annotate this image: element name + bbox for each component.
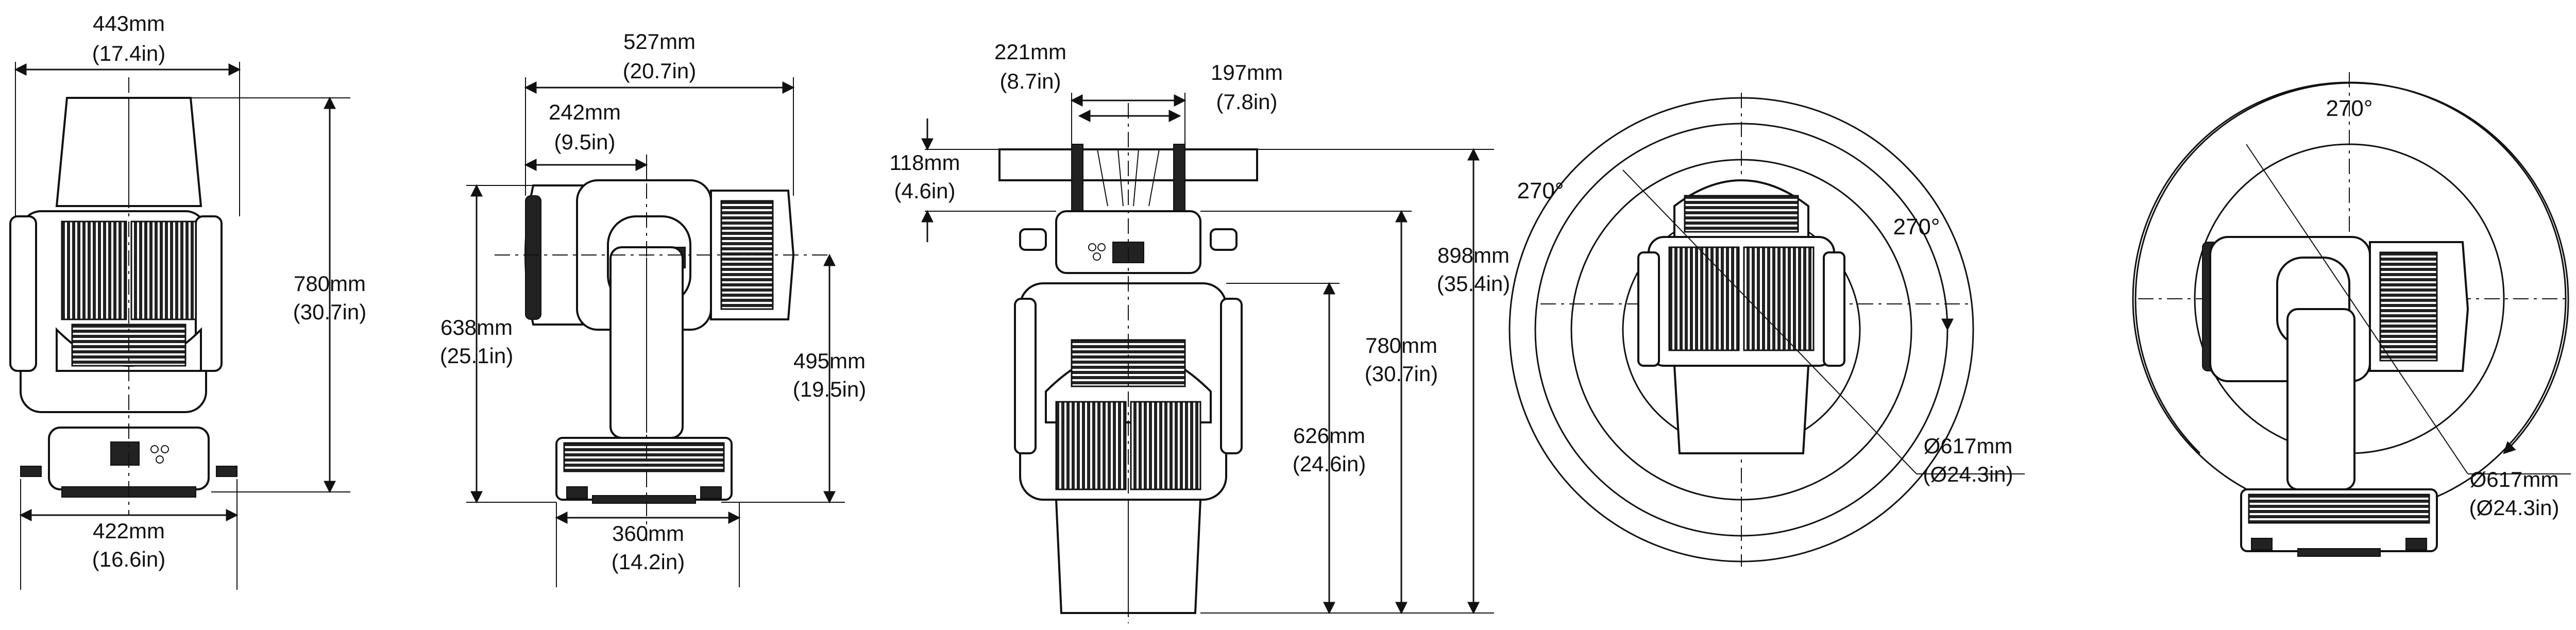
inverted-view: 221mm (8.7in) 197mm (7.8in) 118mm (4.6in… [890, 40, 1510, 623]
clamp-inner-label: 197mm [1211, 60, 1283, 84]
side-left-height-label: 638mm [440, 315, 513, 339]
clamp-inner-inch-label: (7.8in) [1216, 90, 1277, 114]
front-base-width-inch-label: (16.6in) [92, 547, 165, 571]
pan-diameter-label: Ø617mm [1924, 434, 2013, 458]
tilt-fixture [2202, 236, 2469, 557]
side-top-width-inch-label: (20.7in) [623, 59, 696, 83]
front-height-label: 780mm [294, 271, 366, 296]
total-height-inch-label: (35.4in) [1437, 271, 1510, 296]
lower-height-label: 626mm [1293, 423, 1365, 448]
tilt-angle-top-label: 270° [2326, 96, 2372, 121]
pan-angle-left-label: 270° [1517, 178, 1564, 203]
clamp-height-inch-label: (4.6in) [894, 179, 955, 203]
inverted-height-label: 780mm [1365, 333, 1437, 357]
tilt-view: 270° Ø617mm (Ø24.3in) [2132, 72, 2571, 557]
side-head-offset-label: 242mm [549, 100, 621, 124]
front-base-width-label: 422mm [93, 519, 165, 543]
side-fixture [524, 179, 795, 504]
side-top-width-label: 527mm [623, 29, 696, 54]
side-left-height-inch-label: (25.1in) [440, 344, 513, 368]
pan-view: 270° 270° Ø617mm (Ø24.3in) [1509, 93, 2025, 567]
pan-angle-right-label: 270° [1893, 214, 1940, 240]
tilt-diameter-inch-label: (Ø24.3in) [2469, 496, 2559, 520]
pan-fixture [1637, 179, 1845, 454]
clamp-width-inch-label: (8.7in) [999, 69, 1061, 93]
side-right-height-inch-label: (19.5in) [793, 377, 866, 401]
tilt-diameter-label: Ø617mm [2470, 467, 2559, 491]
total-height-label: 898mm [1437, 243, 1510, 267]
side-base-width-label: 360mm [612, 521, 684, 546]
front-height-inch-label: (30.7in) [293, 300, 366, 324]
front-view: 443mm (17.4in) 780mm (30.7in) 422mm (16.… [9, 11, 366, 590]
front-top-width-label: 443mm [93, 11, 165, 36]
side-base-width-inch-label: (14.2in) [612, 550, 685, 574]
side-view: 527mm (20.7in) 242mm (9.5in) 638mm (25.1… [440, 29, 866, 587]
inverted-height-inch-label: (30.7in) [1365, 362, 1438, 386]
clamp-width-label: 221mm [994, 40, 1066, 64]
side-right-height-label: 495mm [793, 349, 866, 373]
front-fixture [9, 97, 238, 498]
front-top-width-inch-label: (17.4in) [92, 41, 165, 65]
lower-height-inch-label: (24.6in) [1293, 452, 1366, 476]
clamp-height-label: 118mm [890, 150, 960, 175]
pan-diameter-inch-label: (Ø24.3in) [1923, 462, 2013, 486]
side-head-offset-inch-label: (9.5in) [554, 130, 615, 154]
